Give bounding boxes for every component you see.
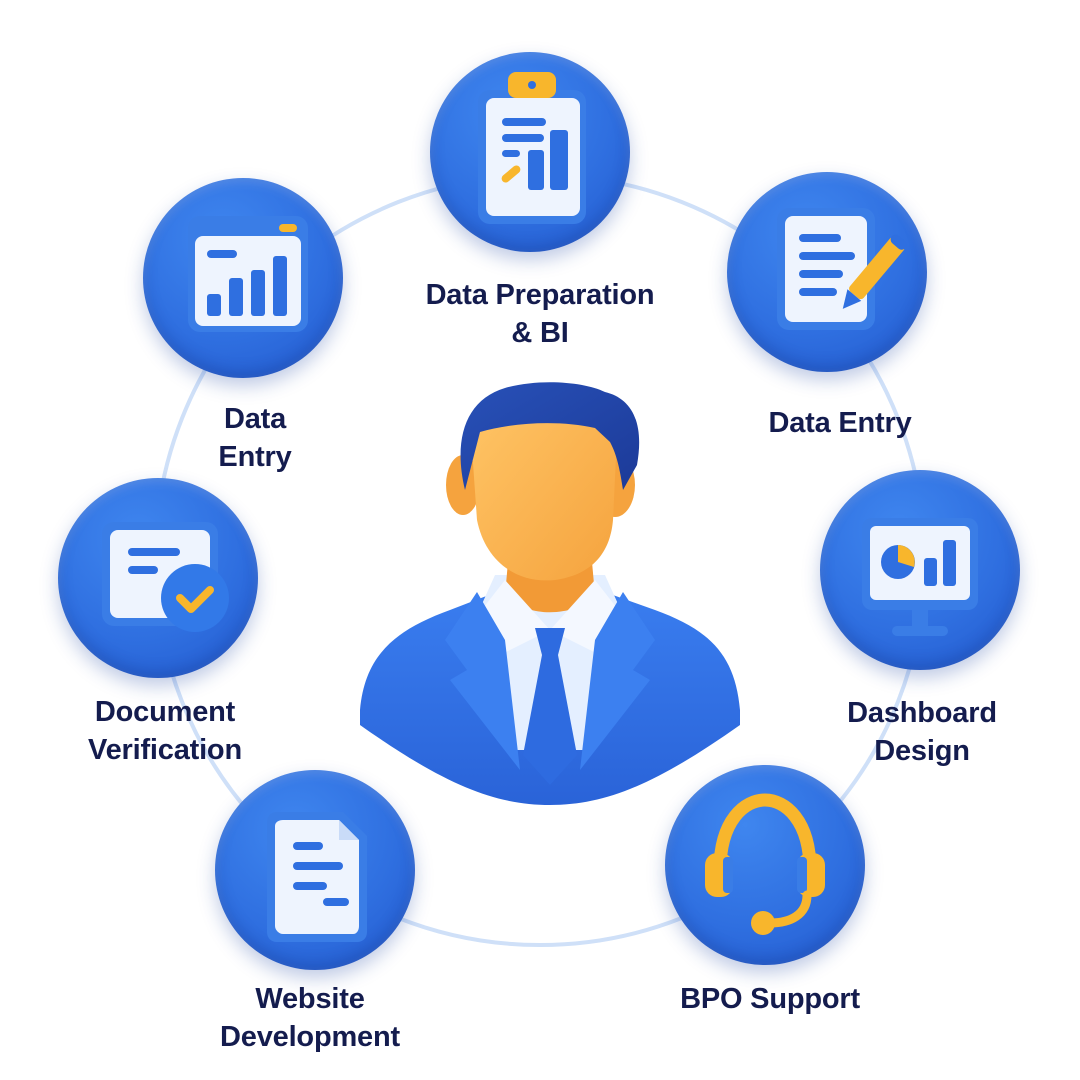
clipboard-chart-icon [478, 72, 586, 224]
label-line: Development [220, 1021, 400, 1053]
label-line: Document [94, 696, 236, 728]
service-node-data-preparation[interactable] [430, 52, 630, 252]
label-line: Data Preparation [425, 279, 655, 311]
label-line: Dashboard [847, 697, 997, 729]
label-line: Data Entry [768, 407, 912, 439]
label-bpo-support: BPO Support [650, 980, 890, 1018]
browser-bar-chart-icon [188, 216, 308, 332]
service-node-document-verification[interactable] [58, 478, 258, 678]
file-document-icon [267, 812, 367, 942]
service-node-bpo-support[interactable] [665, 765, 865, 965]
label-line: Entry [218, 441, 292, 473]
service-node-dashboard-design[interactable] [820, 470, 1020, 670]
monitor-chart-icon [862, 518, 978, 636]
label-line: Verification [88, 734, 242, 766]
label-line: Website [255, 983, 365, 1015]
label-line: & BI [511, 317, 569, 349]
label-website-development: Website Development [190, 980, 430, 1056]
service-node-data-entry-left[interactable] [143, 178, 343, 378]
label-line: Design [874, 735, 970, 767]
label-line: Data [223, 403, 287, 435]
label-data-entry-left: Data Entry [190, 400, 320, 476]
service-node-website-development[interactable] [215, 770, 415, 970]
label-data-preparation: Data Preparation & BI [395, 276, 685, 352]
professional-avatar [360, 382, 740, 805]
label-document-verification: Document Verification [60, 693, 270, 769]
document-check-icon [102, 522, 229, 632]
label-data-entry-right: Data Entry [740, 404, 940, 442]
label-line: BPO Support [680, 983, 860, 1015]
headset-icon [705, 793, 825, 935]
document-pencil-icon [777, 208, 907, 330]
service-node-data-entry-right[interactable] [727, 172, 927, 372]
label-dashboard-design: Dashboard Design [812, 694, 1032, 770]
